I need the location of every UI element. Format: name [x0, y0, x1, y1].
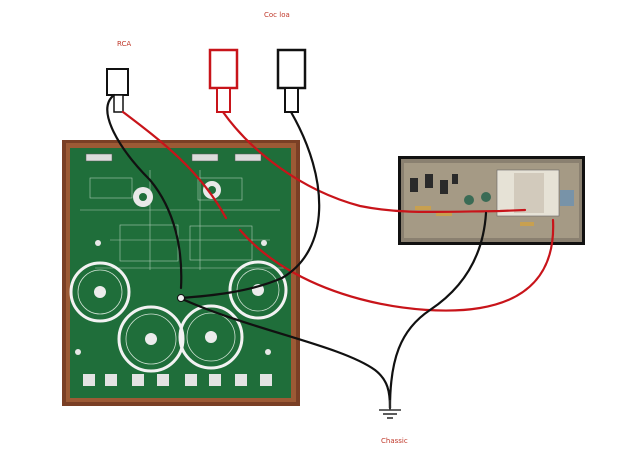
- wire-rca-ground: [106, 93, 183, 290]
- ground-symbol-icon: [379, 400, 401, 419]
- wire-speaker-positive: [221, 110, 527, 214]
- wires-red: [121, 110, 555, 312]
- ground-junction: [177, 294, 185, 302]
- wire-module-to-chassis: [388, 211, 488, 410]
- wire-speaker-negative: [178, 110, 321, 300]
- speaker-label: Coc loa: [264, 11, 290, 19]
- rca-label: RCA: [117, 40, 132, 48]
- speaker-protection-module: [398, 156, 585, 245]
- rca-connector-icon: [106, 68, 129, 113]
- speaker-terminal-red-icon: [208, 48, 239, 113]
- wire-rca-signal: [121, 110, 228, 220]
- wire-output-to-module: [238, 218, 555, 312]
- speaker-terminal-black-icon: [276, 48, 307, 113]
- wires-black: [106, 93, 488, 410]
- wire-board-to-chassis: [178, 296, 392, 410]
- chassis-label: Chassic: [381, 437, 408, 445]
